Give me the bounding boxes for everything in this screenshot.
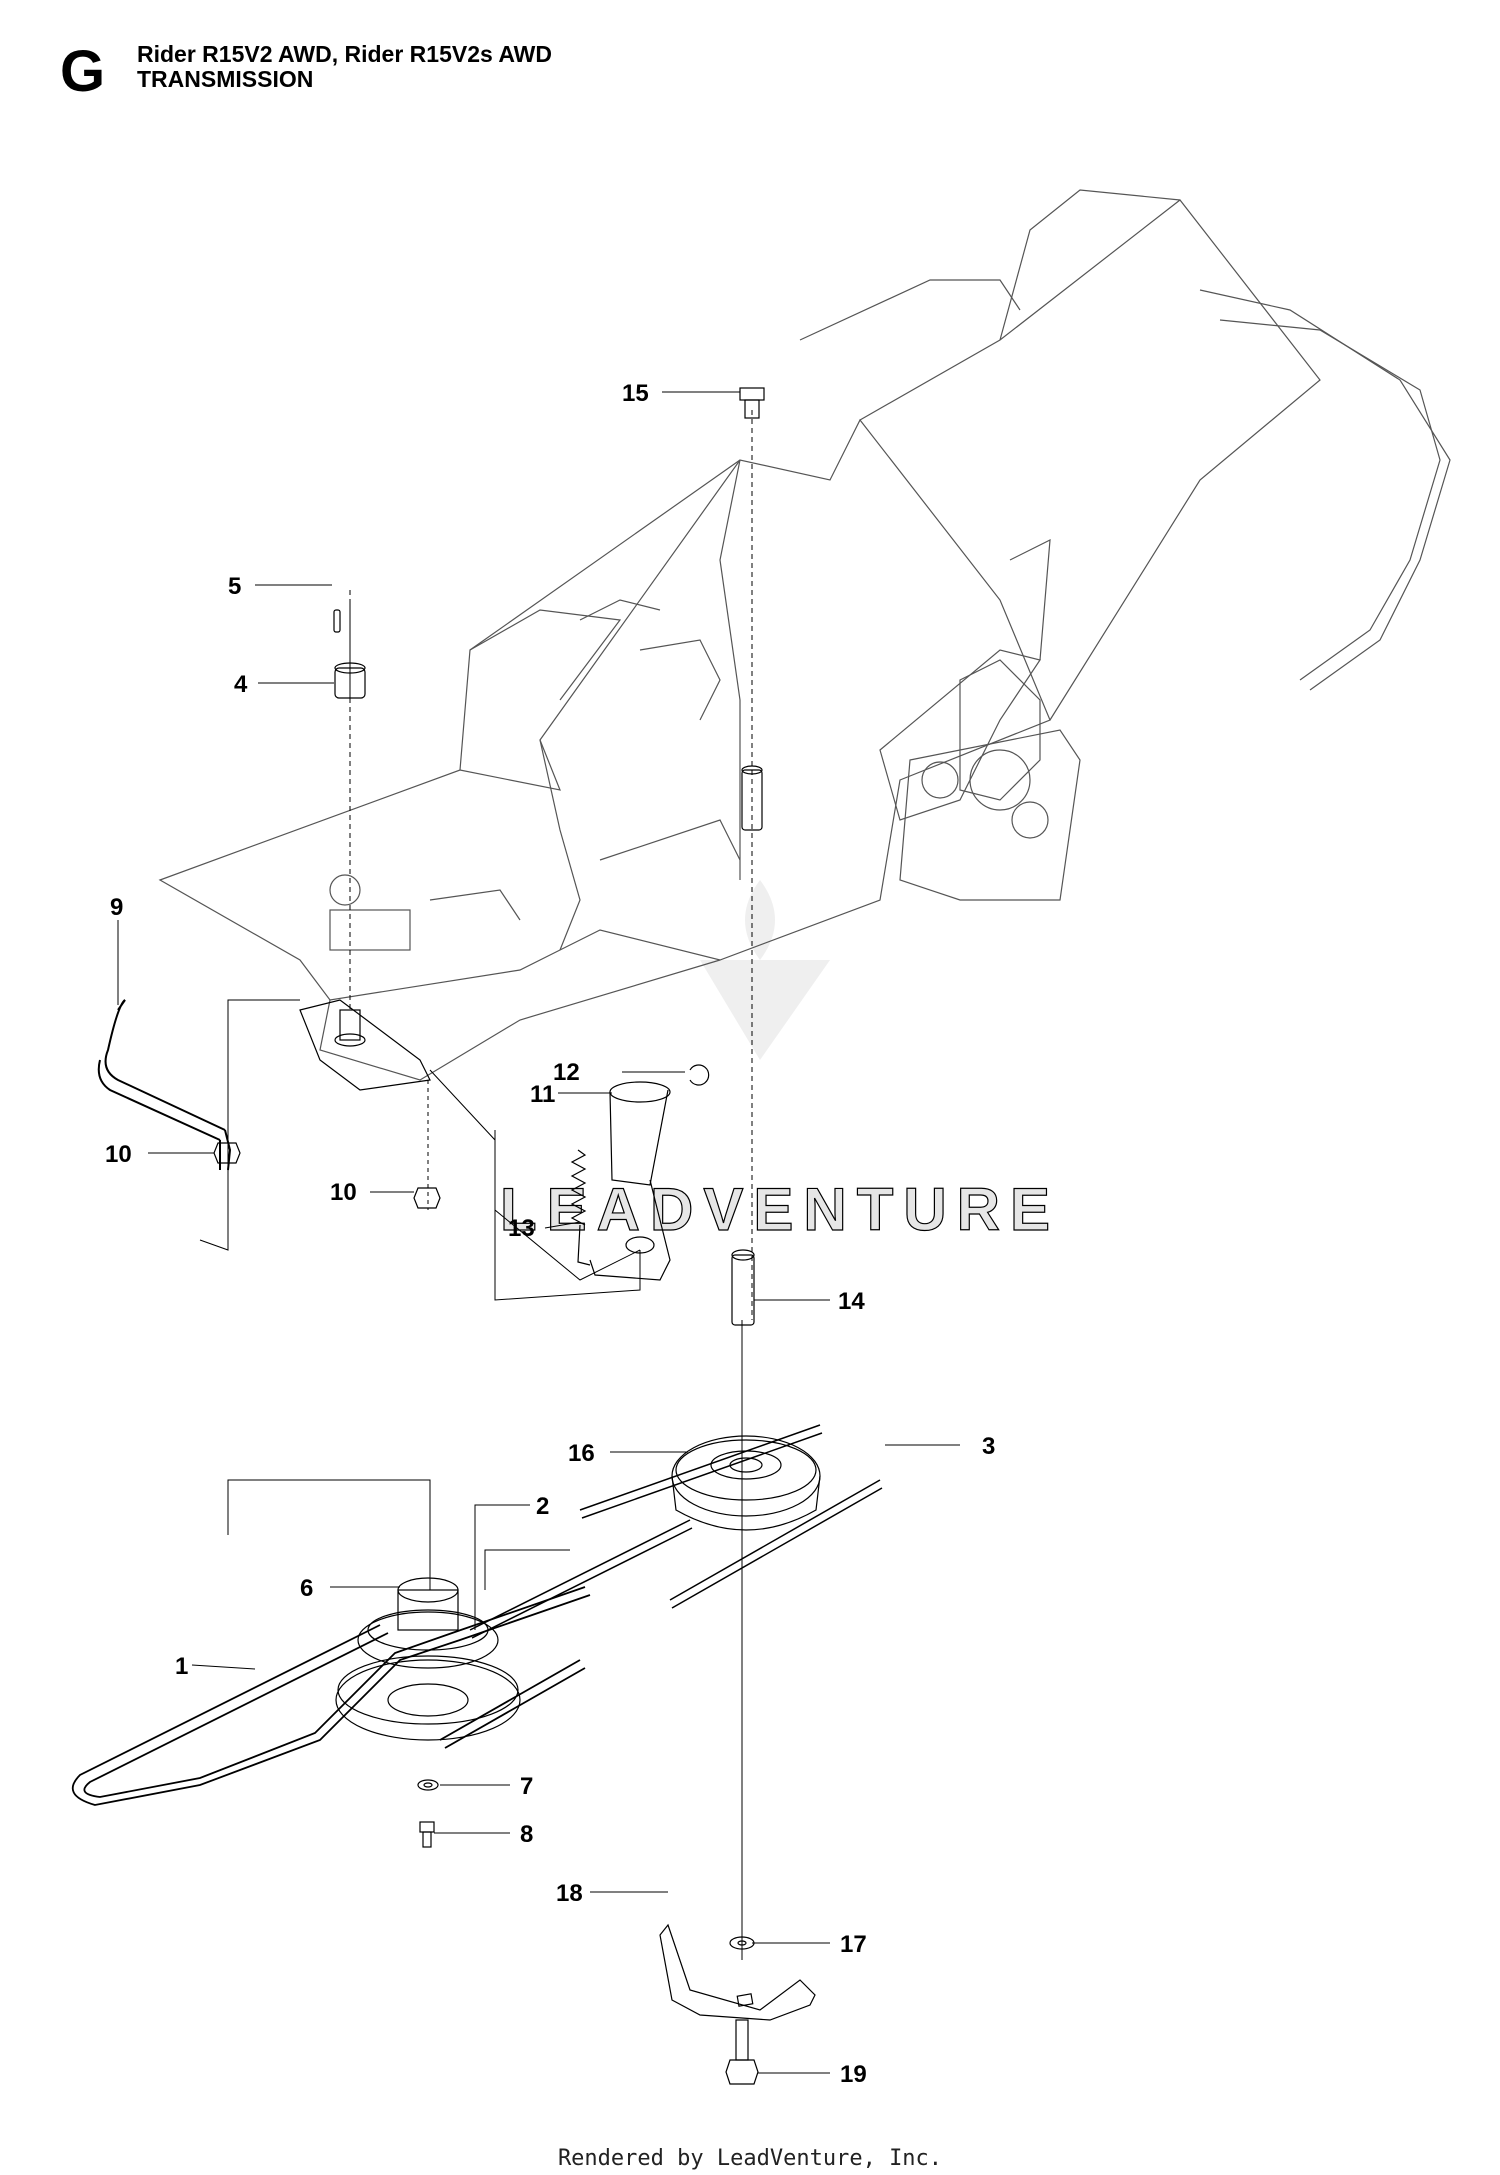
assembly-lines: [199, 410, 753, 1960]
frame: [158, 189, 1451, 1081]
callout-17: 17: [840, 1931, 867, 1958]
section-letter: G: [60, 39, 106, 104]
part-1-belt: [71, 1586, 591, 1806]
callout-19: 19: [840, 2061, 867, 2088]
part-10-nut-b: [413, 1187, 441, 1209]
part-3-belt: [579, 1424, 883, 1609]
callout-14: 14: [838, 1288, 865, 1315]
callout-15: 15: [622, 380, 649, 407]
callout-18: 18: [556, 1880, 583, 1907]
callout-7: 7: [520, 1773, 533, 1800]
spacer: [741, 765, 763, 831]
part-10-nut-a: [213, 1142, 241, 1164]
part-2-belt: [469, 1519, 693, 1639]
leader-lines: [117, 391, 960, 2074]
part-8-screw: [419, 1821, 435, 1848]
watermark-text: LEADVENTURE: [500, 1176, 1060, 1243]
section-title: TRANSMISSION: [137, 66, 314, 92]
model-title: Rider R15V2 AWD, Rider R15V2s AWD: [137, 41, 552, 67]
callout-11: 11: [530, 1081, 555, 1108]
part-16-pulley: [671, 1435, 821, 1531]
part-14-shaft: [731, 1249, 755, 1326]
part-18-bracket: [659, 1923, 816, 2021]
callout-2: 2: [536, 1493, 549, 1520]
part-11-lever: [589, 1081, 671, 1281]
callout-12: 12: [553, 1059, 580, 1086]
callout-16: 16: [568, 1440, 595, 1467]
callout-1: 1: [175, 1653, 188, 1680]
part-15-bolt: [739, 387, 765, 419]
part-6-pulley: [335, 1577, 521, 1741]
callout-6: 6: [300, 1575, 313, 1602]
callout-3: 3: [982, 1433, 995, 1460]
callout-8: 8: [520, 1821, 533, 1848]
callout-5: 5: [228, 573, 241, 600]
part-19-bolt: [725, 2019, 759, 2085]
part-7-washer: [417, 1779, 439, 1791]
part-12-clip: [689, 1064, 710, 1086]
callout-10-a: 10: [105, 1141, 132, 1168]
part-4-bushing: [334, 662, 366, 699]
idler-bracket: [299, 999, 431, 1091]
callout-10-b: 10: [330, 1179, 357, 1206]
callout-9: 9: [110, 894, 123, 921]
callout-13: 13: [508, 1215, 535, 1242]
footer-credit: Rendered by LeadVenture, Inc.: [557, 2146, 943, 2171]
part-5-pin: [333, 609, 341, 633]
callout-4: 4: [234, 671, 248, 698]
part-9-rod: [97, 999, 232, 1171]
part-13-spring: [570, 1149, 591, 1266]
watermark-logo: [700, 880, 830, 1060]
